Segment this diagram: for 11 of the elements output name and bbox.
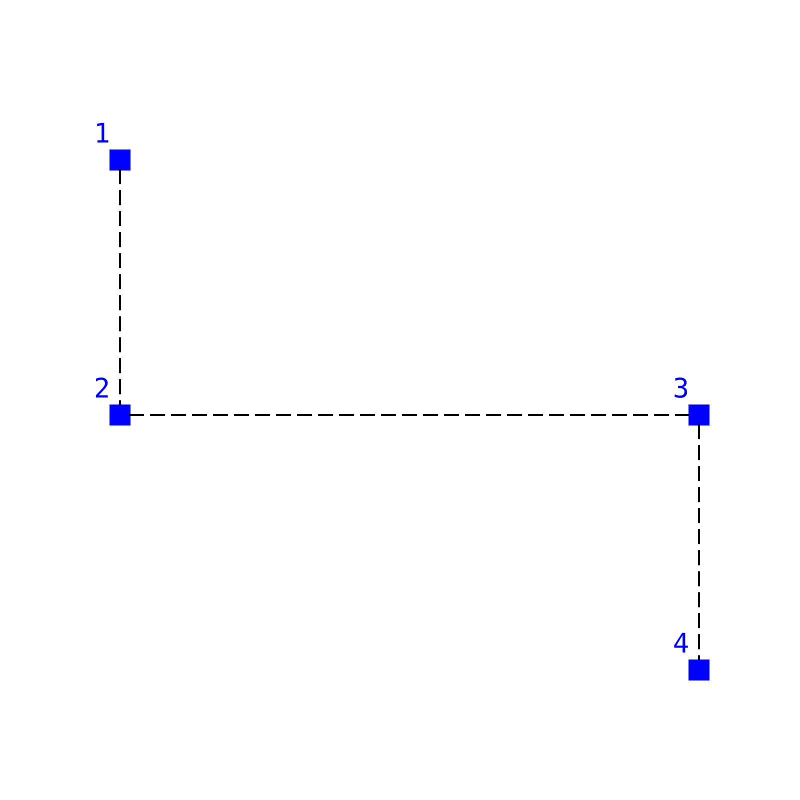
node-box (688, 404, 709, 426)
node-label: 3 (672, 374, 689, 405)
connector (128, 414, 688, 416)
node-label: 2 (93, 374, 110, 405)
node-label: 4 (672, 628, 689, 660)
node-box (109, 150, 130, 170)
node-label: 1 (93, 118, 110, 150)
node-box (109, 404, 130, 426)
node-box (688, 660, 709, 680)
connector (697, 424, 700, 660)
connector (118, 169, 121, 406)
